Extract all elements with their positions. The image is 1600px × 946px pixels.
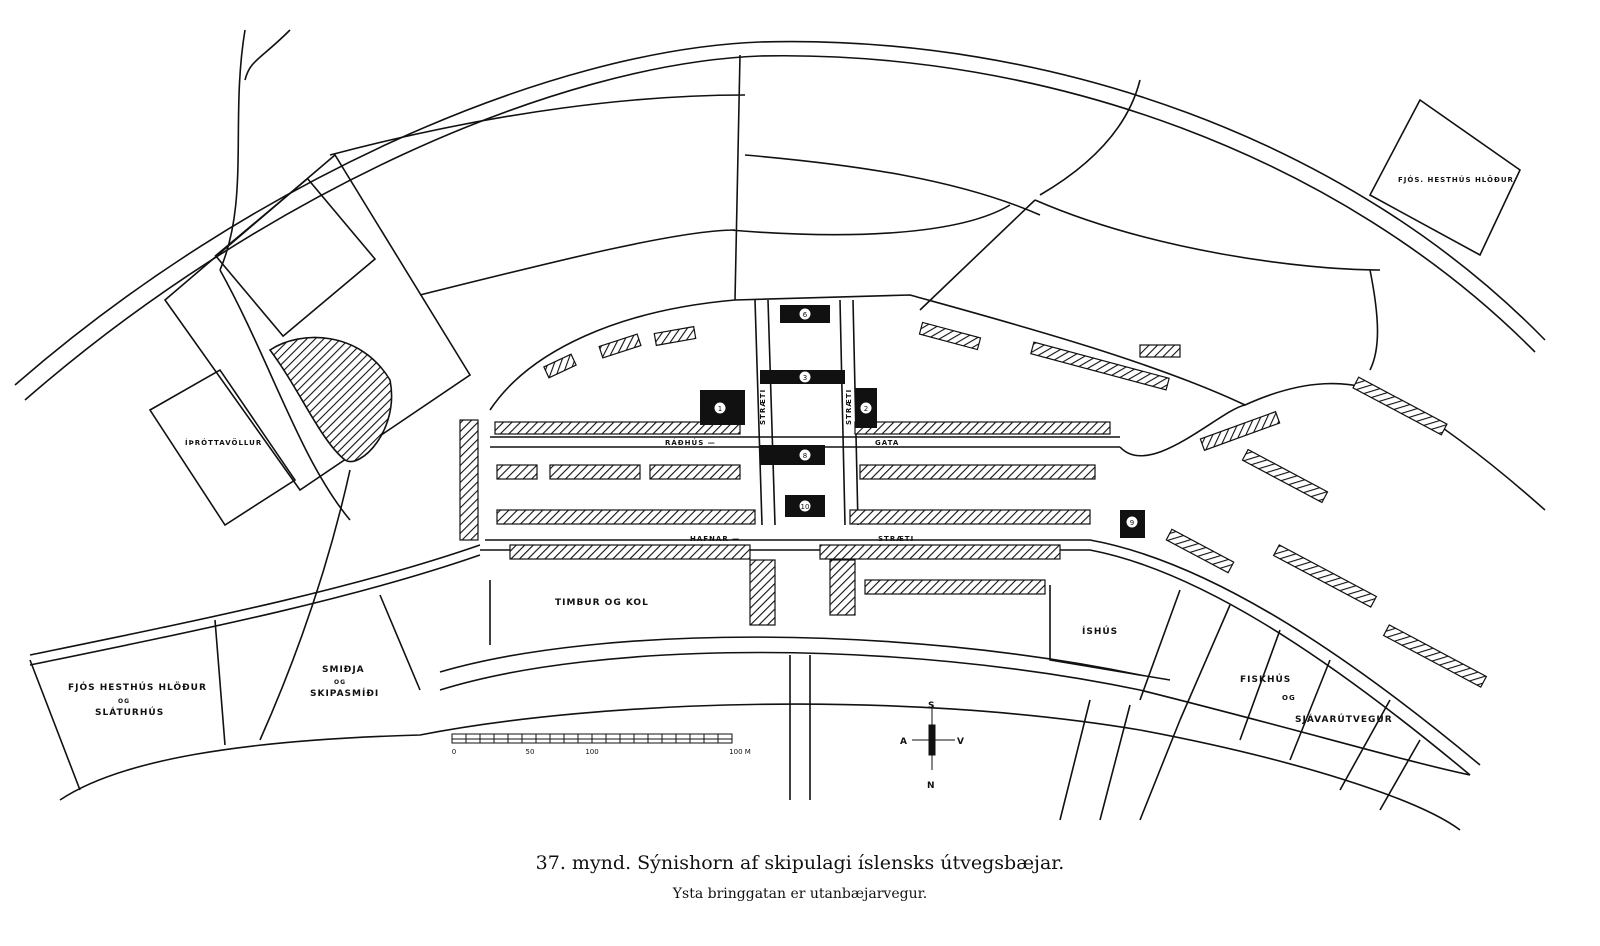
scale-tick: 50 [526, 748, 535, 756]
scale-bar [451, 733, 733, 744]
sports-field-lot [148, 368, 297, 527]
label-sports-field: ÍÞRÓTTAVÖLLUR [185, 438, 262, 447]
label-og: OG [1282, 694, 1296, 702]
compass-north: N [927, 781, 936, 791]
scale-tick: 100 [585, 748, 598, 756]
label-smithy: SMIÐJA [322, 665, 365, 675]
label-slaughterhouse: SLÁTURHÚS [95, 706, 164, 718]
building-number: 9 [1130, 519, 1134, 527]
label-farm-top-right: FJÓS. HESTHÚS HLÖÐUR [1398, 175, 1514, 184]
building-number: 1 [718, 405, 722, 413]
building-number: 6 [803, 311, 808, 319]
figure-subcaption: Ysta bringgatan er utanbæjarvegur. [672, 886, 928, 902]
street-label-radhus: RÁÐHÚS — [665, 438, 716, 447]
label-og: OG [334, 679, 346, 686]
compass-west: V [957, 737, 965, 747]
building-number: 10 [801, 503, 810, 511]
street-label-vertical-right: STRÆTI [845, 389, 853, 425]
building-number: 3 [803, 374, 807, 382]
building-number: 2 [864, 405, 868, 413]
compass-south: S [928, 701, 935, 711]
label-shipbuilding: SKIPASMÍÐI [310, 687, 379, 699]
label-farm-bottom-left: FJÓS HESTHÚS HLÖÐUR [68, 681, 207, 693]
figure-caption: 37. mynd. Sýnishorn af skipulagi íslensk… [535, 852, 1065, 874]
building-number: 8 [803, 452, 807, 460]
street-label-gata: GATA [875, 439, 899, 447]
street-label-hafnar: HAFNAR — [690, 535, 740, 543]
label-icehouse: ÍSHÚS [1082, 625, 1118, 637]
street-label-vertical-left: STRÆTI [759, 389, 767, 425]
compass-east: A [900, 737, 908, 747]
label-fishhouse: FISKHÚS [1240, 673, 1291, 685]
town-plan-map: 6 3 2 1 8 10 9 FJÓS. HESTHÚS HLÖÐUR ÍÞRÓ… [14, 29, 1546, 831]
label-og: OG [118, 698, 130, 705]
street-label-straeti: STRÆTI [878, 535, 914, 543]
label-fisheries: SJÁVARÚTVEGUR [1295, 713, 1393, 725]
scale-tick: 0 [452, 748, 456, 756]
compass-rose [912, 705, 955, 770]
label-timber-coal: TIMBUR OG KOL [555, 598, 649, 608]
residential-buildings [459, 321, 1488, 688]
scale-tick: 100 M [729, 748, 751, 756]
outer-ring-road [14, 40, 1546, 386]
